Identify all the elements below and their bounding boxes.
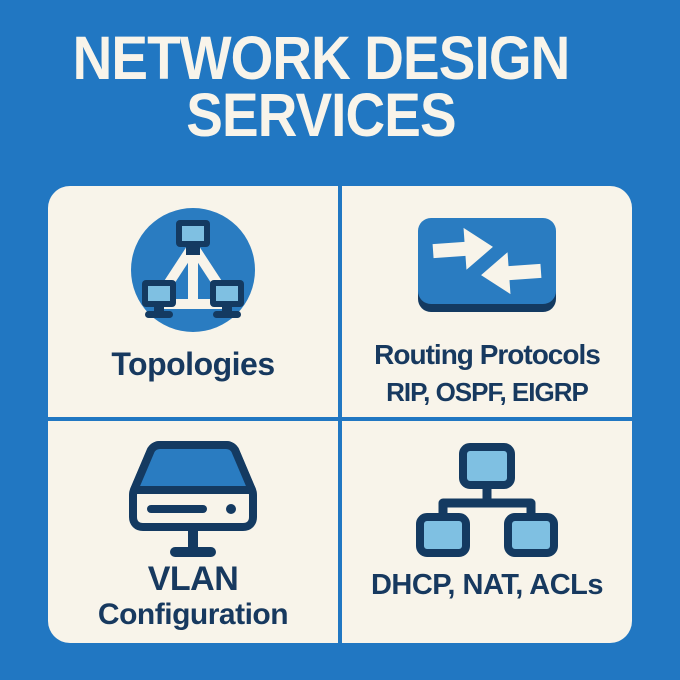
topologies-label: Topologies <box>111 346 275 382</box>
page-title: NETWORK DESIGN SERVICES <box>15 24 627 149</box>
services-grid: Topologies Routing Protocols RIP, OSPF, … <box>48 186 632 643</box>
routing-protocols-sublabel: RIP, OSPF, EIGRP <box>386 377 589 407</box>
title-line-1: NETWORK DESIGN <box>72 24 571 92</box>
card-routing-protocols: Routing Protocols RIP, OSPF, EIGRP <box>342 186 632 417</box>
card-topologies: Topologies <box>48 186 338 417</box>
dhcp-nat-acls-label: DHCP, NAT, ACLs <box>370 569 604 601</box>
card-dhcp-nat-acls: DHCP, NAT, ACLs <box>342 421 632 643</box>
network-tree-icon <box>416 443 558 557</box>
network-topology-icon <box>131 208 255 332</box>
title-line-2: SERVICES <box>186 81 456 149</box>
switch-arrows-icon <box>418 218 556 312</box>
routing-protocols-label: Routing Protocols <box>374 339 601 370</box>
vlan-configuration-label: Configuration <box>97 598 289 631</box>
card-vlan-configuration: VLAN Configuration <box>48 421 338 643</box>
vlan-label: VLAN <box>147 560 239 598</box>
switch-device-icon <box>129 441 257 557</box>
